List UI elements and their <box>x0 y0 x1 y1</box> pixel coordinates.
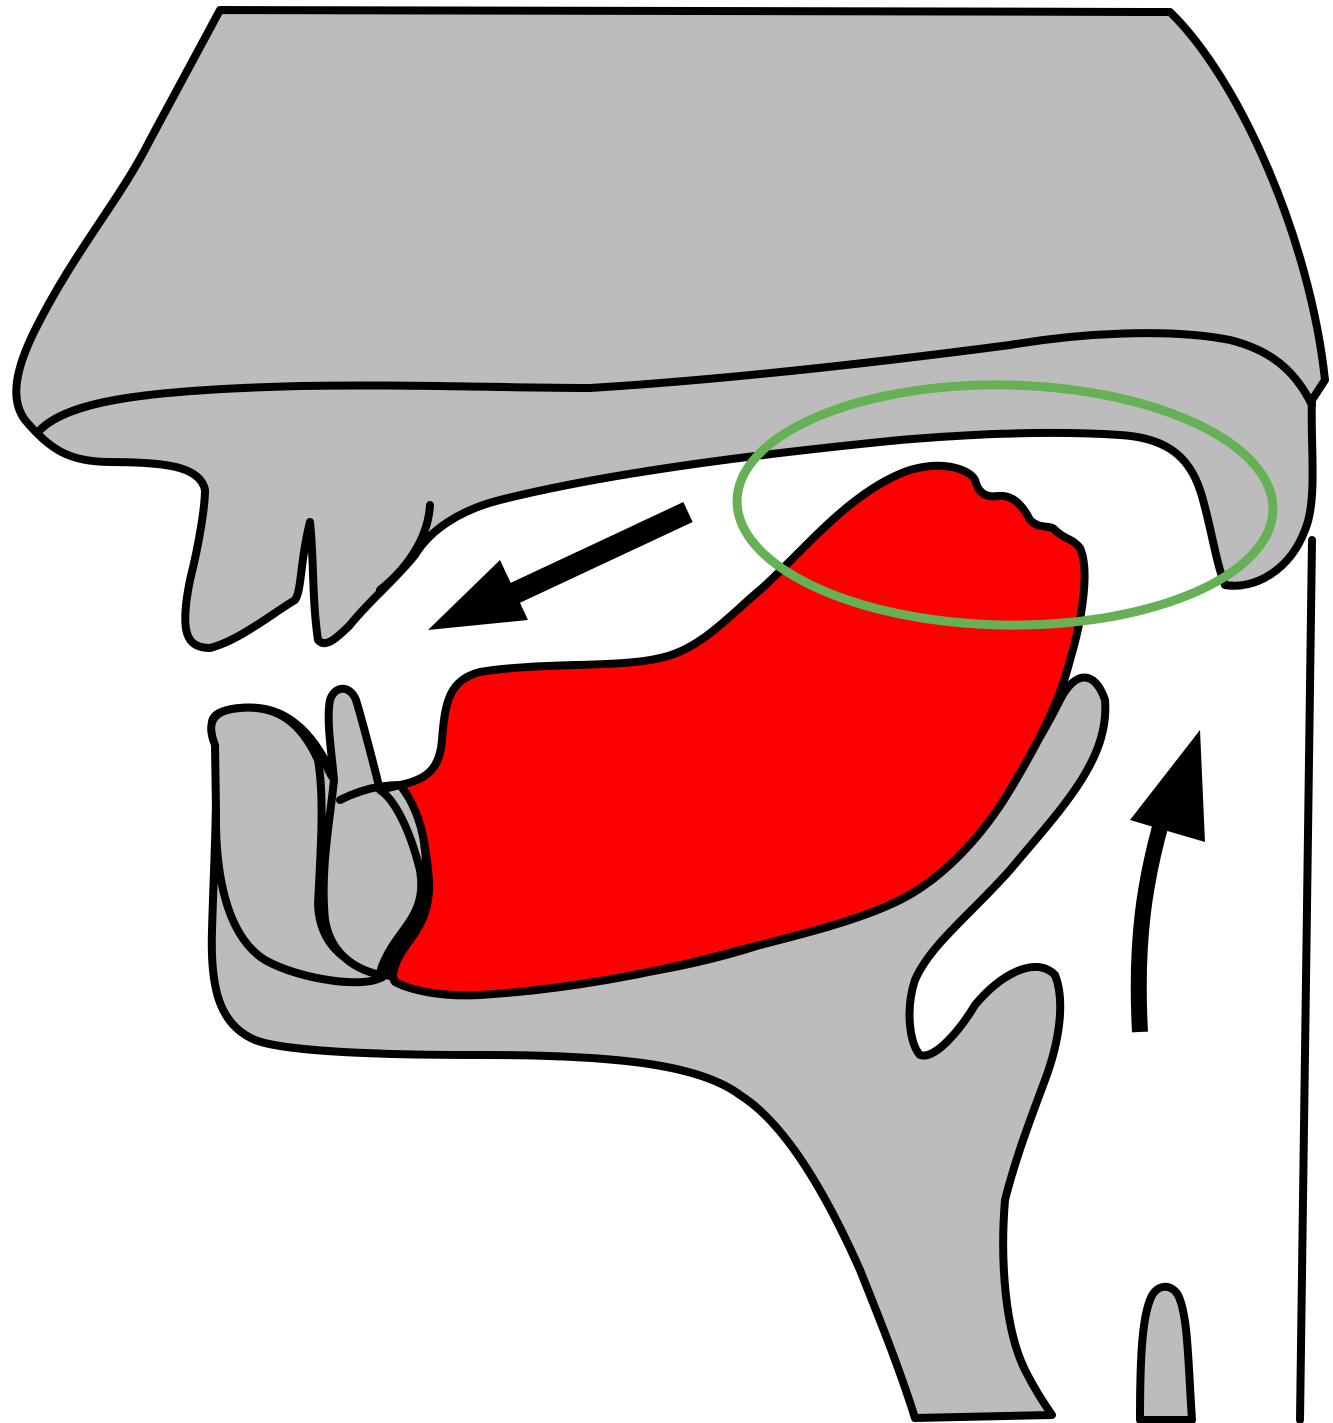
tongue <box>393 466 1084 995</box>
oral-airflow-arrow <box>428 512 688 630</box>
epiglottis <box>1140 1287 1192 1420</box>
lower-incisor <box>324 689 422 975</box>
pharyngeal-airflow-arrow <box>1130 730 1205 1032</box>
upper-head-tissue <box>16 10 1325 648</box>
pharynx-back-wall <box>1300 540 1312 1420</box>
